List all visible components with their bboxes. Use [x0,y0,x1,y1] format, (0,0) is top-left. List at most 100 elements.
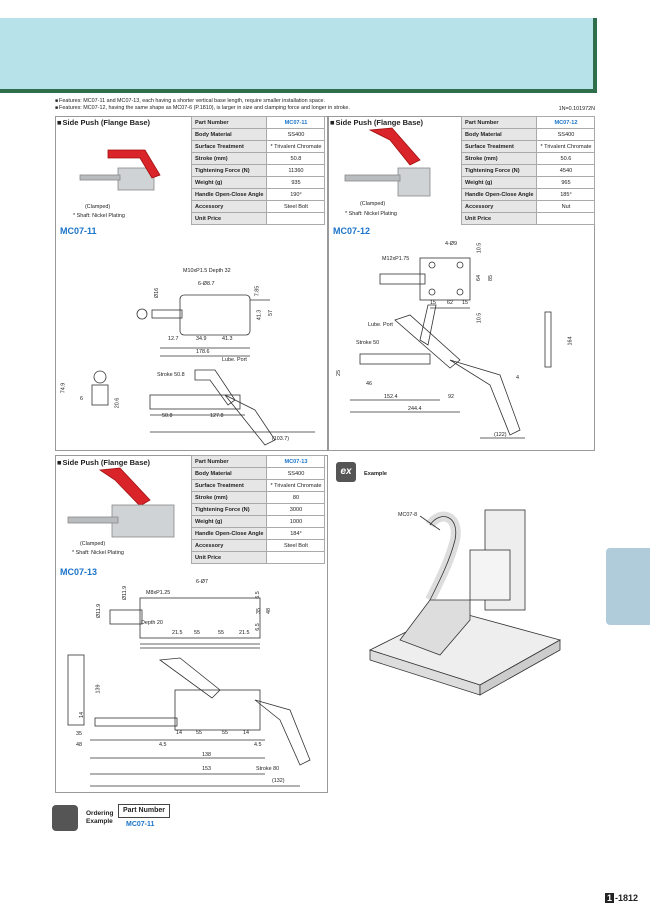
ordering-value: MC07-11 [126,821,155,828]
dimension-label: 25 [336,370,342,376]
dimension-label: 21.5 [172,630,183,636]
ordering-label-line-2: Example [86,818,113,825]
product-title-1: Side Push (Flange Base) [57,118,151,127]
example-label: Example [364,471,388,477]
dimension-label: 55 [196,730,202,736]
spec-label: Part Number [190,116,268,129]
dimension-label: Lube. Port [368,322,393,328]
dimension-label: 4-Ø9 [445,241,457,247]
dimension-label: Ø11.9 [96,603,103,619]
spec-value: Steel Bolt [266,539,326,552]
clamped-caption-3: (Clamped) [80,541,106,547]
dimension-label: 152.4 [384,394,398,400]
product-title-2: Side Push (Flange Base) [330,118,424,127]
dimension-label: 10.5 [476,242,483,254]
dimension-label: 41.3 [256,309,263,321]
mc07-11-side-view [91,369,315,446]
dimension-label: 41.3 [222,336,233,342]
features-text: Features: MC07-11 and MC07-13, each havi… [55,98,595,112]
dimension-label: (103.7) [272,436,290,442]
spec-value [536,212,596,225]
dimension-label: 46 [366,381,372,387]
dimension-label: 55 [222,730,228,736]
clamped-caption-2: (Clamped) [360,201,386,207]
spec-label: Unit Price [190,212,268,225]
dimension-label: 62 [447,300,453,306]
clamp-photo-3 [67,467,175,538]
mc07-13-side-view [67,654,311,787]
spec-label: Stroke (mm) [190,491,268,504]
section-title-3: MC07-13 [60,567,98,577]
dimension-label: 74.9 [60,382,67,394]
dimension-label: 35 [256,608,262,614]
clamped-caption-1: (Clamped) [85,204,111,210]
spec-value: * Trivalent Chromate [536,140,596,153]
dimension-label: 127.8 [210,413,224,419]
dimension-label: 92 [448,394,454,400]
dimension-label: 6 [80,396,83,402]
section-title-1: MC07-11 [60,226,97,236]
feature-line-2: Features: MC07-12, having the same shape… [55,105,595,112]
ordering-header: Part Number [118,804,170,818]
clamp-photo-1 [79,149,161,191]
dimension-label: 34.9 [196,336,207,342]
dimension-label: Lube. Port [222,357,247,363]
dimension-label: 14 [243,730,249,736]
page-number-prefix: 1 [604,893,614,903]
dimension-label: 164 [567,336,574,346]
dimension-label: 55 [194,630,200,636]
header-band [0,14,597,93]
dimension-label: 14 [79,712,85,718]
dimension-label: 138 [202,752,211,758]
dimension-label: 64 [476,275,482,281]
dimension-label: 244.4 [408,406,422,412]
ordering-label: Ordering Example [86,810,113,826]
mc07-11-top-view [136,294,270,357]
example-icon: ex [336,462,356,482]
dimension-label: Ø11.9 [122,585,129,601]
dimension-label: 4 [516,375,519,381]
side-index-tab [606,548,650,625]
feature-line-1: Features: MC07-11 and MC07-13, each havi… [55,98,595,105]
spec-label: Unit Price [190,551,268,564]
dimension-label: 7.85 [254,285,261,297]
dimension-label: 14 [176,730,182,736]
dimension-label: 55 [218,630,224,636]
section-title-2: MC07-12 [333,226,371,236]
example-callout: MC07-8 [398,512,418,518]
spec-label: Part Number [190,455,268,468]
dimension-label: 153 [202,766,211,772]
dimension-label: 15 [430,300,436,306]
unit-note: 1N=0.101972N [558,106,595,112]
page-number-value: -1812 [614,893,638,903]
dimension-label: M12xP1.75 [382,256,410,262]
dimension-label: Stroke 50.8 [157,372,185,378]
dimension-label: 12.7 [168,336,179,342]
dimension-label: 178.6 [196,349,210,355]
dimension-label: M10xP1.5 Depth 32 [183,268,231,274]
shaft-caption-3: * Shaft: Nickel Plating [72,550,124,556]
dimension-label: M8xP1.25 [146,590,171,596]
dimension-label: 48 [266,608,272,614]
dimension-label: 4.5 [159,742,167,748]
spec-label: Stroke (mm) [190,152,268,165]
page-number: 1-1812 [604,893,638,903]
product-title-3: Side Push (Flange Base) [57,458,151,467]
dimension-label: 4.5 [254,742,262,748]
dimension-label: 48 [76,742,82,748]
clamp-photo-2 [344,127,431,197]
dimension-label: 6-Ø7 [196,579,208,585]
shaft-caption-1: * Shaft: Nickel Plating [73,213,125,219]
spec-value [266,212,326,225]
example-drawing [368,509,562,696]
spec-label: Body Material [190,467,268,480]
dimension-label: 139 [95,684,102,694]
dimension-label: 15 [462,300,468,306]
dimension-label: Stroke 50 [356,340,380,346]
dimension-label: 57 [268,310,274,316]
spec-label: Part Number [460,116,538,129]
